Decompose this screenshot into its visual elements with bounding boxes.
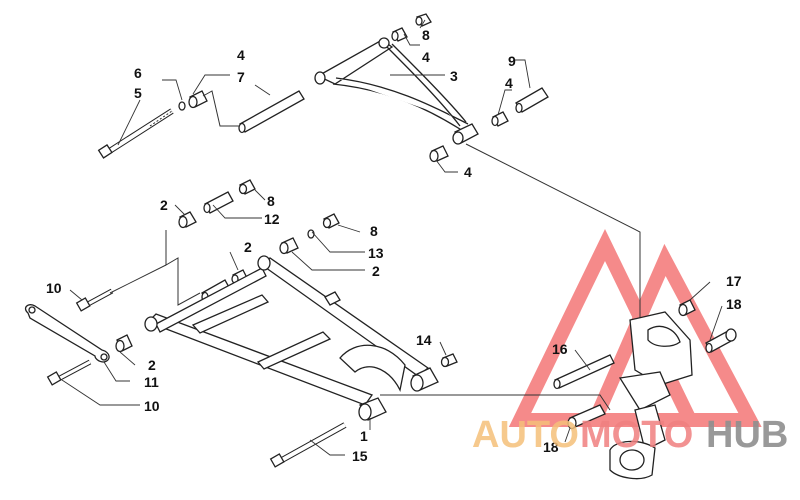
callout-2: 2 <box>244 239 252 255</box>
callout-16: 16 <box>552 341 568 357</box>
watermark-moto: MOTO <box>580 414 693 456</box>
callout-7: 7 <box>237 69 245 85</box>
callout-14: 14 <box>416 332 432 348</box>
leader-lines <box>61 19 723 456</box>
callout-4: 4 <box>422 49 430 65</box>
callout-18: 18 <box>543 439 559 455</box>
washer <box>178 101 186 111</box>
callout-8: 8 <box>267 193 275 209</box>
upper-bushing-right <box>491 111 509 127</box>
knuckle-stud <box>553 354 615 390</box>
lower-bolt-short <box>75 288 114 312</box>
callout-18: 18 <box>726 296 742 312</box>
alignment-line <box>165 230 201 306</box>
lower-nut-right <box>440 353 458 368</box>
watermark-hub: HUB <box>706 414 788 456</box>
upper-bushing-lower <box>429 145 449 163</box>
callout-4: 4 <box>464 164 472 180</box>
callout-10: 10 <box>144 398 160 414</box>
lower-nut-top <box>238 179 256 195</box>
upper-bolt <box>97 108 174 159</box>
callout-11: 11 <box>144 374 159 390</box>
callout-4: 4 <box>237 47 245 63</box>
callout-5: 5 <box>134 85 142 101</box>
callout-8: 8 <box>370 223 378 239</box>
washer-mid <box>307 229 315 239</box>
lower-sleeve-top <box>203 191 234 214</box>
upper-sleeve <box>238 90 305 134</box>
upper-sleeve-right <box>515 87 549 114</box>
callout-6: 6 <box>134 65 142 81</box>
lower-bolt-long <box>269 422 347 468</box>
callout-17: 17 <box>726 273 742 289</box>
upper-a-arm <box>314 37 479 145</box>
callout-1: 1 <box>360 428 368 444</box>
alignment-line <box>202 90 240 127</box>
lower-nut-mid <box>322 213 340 229</box>
callout-12: 12 <box>264 211 280 227</box>
lower-bushing-left <box>115 334 133 353</box>
upper-bushing-left <box>188 90 208 109</box>
upper-nut-top <box>415 13 432 27</box>
callout-15: 15 <box>352 448 368 464</box>
alignment-line-to-knuckle <box>465 143 641 330</box>
knuckle-pin <box>705 328 737 354</box>
alignment-line-to-knuckle <box>380 394 611 411</box>
lower-bolt-left <box>46 359 92 386</box>
upper-bushing-top <box>391 27 408 42</box>
lower-bushing-mid <box>279 237 299 255</box>
lower-bushing-top <box>178 211 197 229</box>
knuckle-stud-lower <box>567 404 606 430</box>
callout-4: 4 <box>505 75 513 91</box>
callout-9: 9 <box>508 53 516 69</box>
watermark-auto: AUTO <box>472 414 579 456</box>
alignment-line <box>109 264 167 294</box>
steering-knuckle <box>609 311 693 480</box>
callout-numbers: 1 2 2 2 2 3 4 4 4 4 5 6 7 8 8 8 9 10 10 … <box>46 27 742 464</box>
link-plate <box>24 304 110 363</box>
callout-2: 2 <box>372 263 380 279</box>
callout-10: 10 <box>46 280 62 296</box>
callout-3: 3 <box>450 68 458 84</box>
callout-2: 2 <box>160 197 168 213</box>
callout-8: 8 <box>422 27 430 43</box>
watermark-text: AUTO MOTO HUB <box>472 414 788 456</box>
lower-a-arm <box>144 255 439 421</box>
callout-13: 13 <box>368 245 384 261</box>
callout-2: 2 <box>148 357 156 373</box>
knuckle-bushing <box>678 299 696 317</box>
